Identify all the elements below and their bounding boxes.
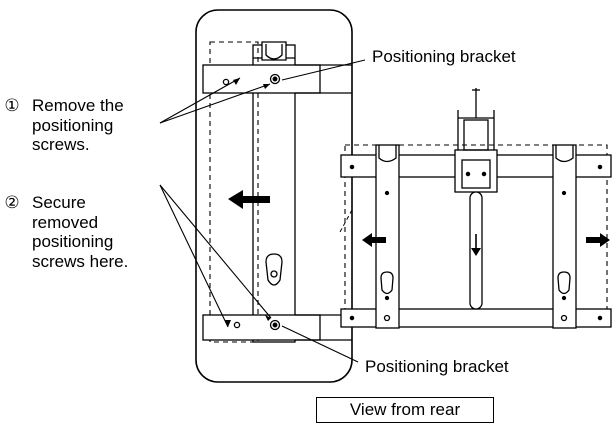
step-2-number: ②	[4, 193, 20, 212]
rear-bottom-crossbar	[340, 308, 612, 328]
bottom-bracket-label: Positioning bracket	[365, 357, 509, 376]
view-caption: View from rear	[316, 397, 494, 423]
move-left-arrow	[228, 190, 270, 209]
bottom-bracket-bar	[202, 314, 352, 341]
rear-dashed-outline	[344, 144, 608, 328]
rear-left-arrow	[362, 233, 386, 247]
top-bracket-bar	[202, 64, 352, 94]
rear-left-rail	[375, 144, 400, 329]
screw-hole-left-top	[222, 78, 230, 86]
detail-frame	[195, 9, 353, 383]
top-bracket-leader	[281, 59, 366, 81]
center-column	[454, 88, 498, 310]
leader-lines	[159, 77, 272, 328]
screw-hole-left-bottom	[233, 321, 241, 329]
rear-right-arrow	[586, 233, 610, 247]
top-bracket-label: Positioning bracket	[372, 47, 516, 66]
connector-dash-top	[339, 209, 353, 233]
step-2-text: Secure removed positioning screws here.	[32, 193, 129, 271]
hook-slot	[265, 253, 283, 286]
rear-right-rail	[552, 144, 577, 329]
step-1-number: ①	[4, 96, 20, 115]
vertical-rail	[252, 41, 296, 343]
step-1-text: Remove the positioning screws.	[32, 96, 124, 154]
dashed-outline	[209, 41, 259, 343]
detail-panel	[195, 9, 353, 383]
rear-view-assembly	[340, 88, 612, 329]
bottom-bracket-leader	[281, 325, 359, 363]
